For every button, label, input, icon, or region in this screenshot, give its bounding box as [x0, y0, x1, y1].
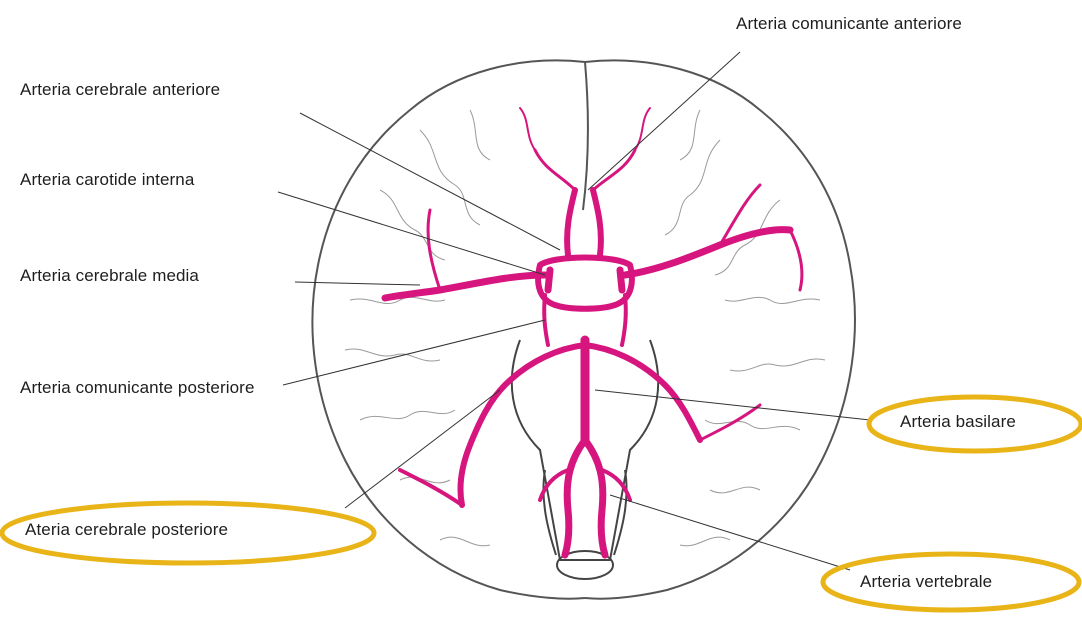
- arteries: [385, 108, 802, 555]
- leader-comunicante-posteriore: [283, 320, 545, 385]
- leader-cerebrale-anteriore: [300, 113, 560, 250]
- label-arteria-vertebrale: Arteria vertebrale: [860, 572, 992, 592]
- leader-vertebrale: [610, 495, 850, 570]
- leader-cerebrale-posteriore: [345, 390, 500, 508]
- leader-comunicante-anteriore: [588, 52, 740, 190]
- leader-cerebrale-media: [295, 282, 420, 285]
- label-arteria-cerebrale-media: Arteria cerebrale media: [20, 266, 199, 286]
- label-arteria-carotide-interna: Arteria carotide interna: [20, 170, 194, 190]
- brain-outline: [312, 60, 855, 598]
- label-arteria-basilare: Arteria basilare: [900, 412, 1016, 432]
- label-arteria-comunicante-posteriore: Arteria comunicante posteriore: [20, 378, 260, 398]
- label-arteria-comunicante-anteriore: Arteria comunicante anteriore: [736, 14, 962, 34]
- label-arteria-cerebrale-anteriore: Arteria cerebrale anteriore: [20, 80, 220, 100]
- leader-basilare: [595, 390, 870, 420]
- label-ateria-cerebrale-posteriore: Ateria cerebrale posteriore: [25, 520, 228, 540]
